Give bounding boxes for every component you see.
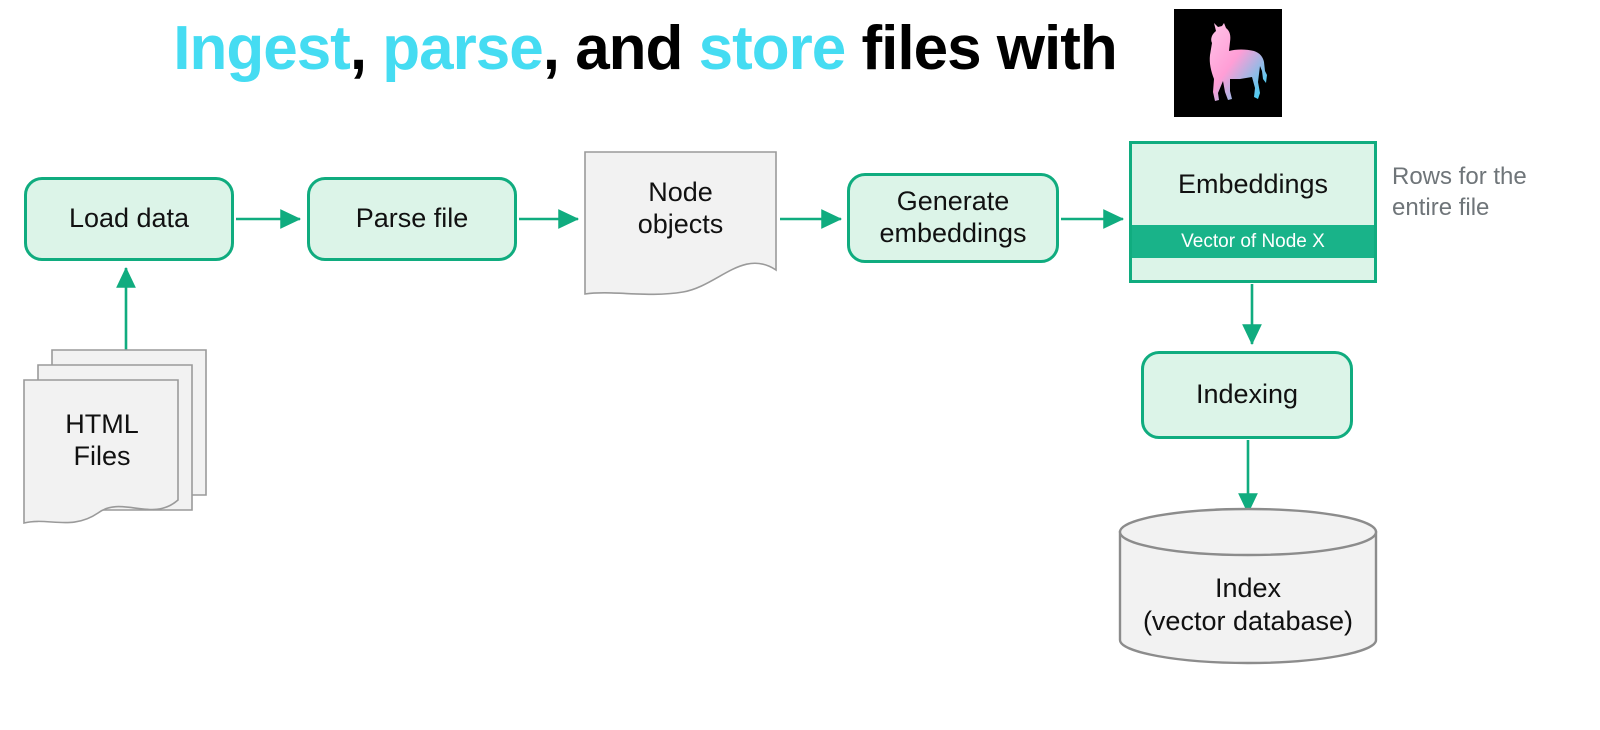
title-word-ingest: Ingest	[173, 14, 351, 83]
title-word-parse: parse	[382, 14, 543, 83]
node-load-data-label: Load data	[68, 203, 190, 234]
node-indexing[interactable]: Indexing	[1141, 351, 1353, 439]
title-word-store: store	[698, 14, 847, 83]
node-generate-embeddings[interactable]: Generate embeddings	[847, 173, 1059, 263]
node-load-data[interactable]: Load data	[24, 177, 234, 261]
cylinder-top	[1118, 507, 1378, 557]
html-files-sheet-front	[23, 379, 179, 525]
embeddings-table-highlighted-row[interactable]: Vector of Node X	[1132, 225, 1374, 258]
index-vector-database-cylinder	[1117, 506, 1379, 666]
html-files-document-stack	[22, 345, 208, 530]
node-parse-file[interactable]: Parse file	[307, 177, 517, 261]
title-sep-2: , and	[542, 14, 699, 83]
node-parse-file-label: Parse file	[355, 203, 469, 234]
llama-logo	[1174, 9, 1282, 117]
embeddings-table[interactable]: Embeddings Vector of Node X	[1129, 141, 1377, 283]
embeddings-table-title: Embeddings	[1132, 144, 1374, 225]
page-title: Ingest, parse, and store files with	[0, 16, 1290, 81]
node-generate-embeddings-label-line2: embeddings	[879, 218, 1027, 248]
title-tail: files with	[845, 14, 1117, 83]
title-sep-1: ,	[349, 14, 383, 83]
cylinder-body	[1118, 530, 1378, 665]
node-generate-embeddings-label-line1: Generate	[896, 186, 1010, 217]
llama-icon	[1174, 9, 1282, 117]
annotation-line2: entire file	[1392, 193, 1490, 221]
node-objects-document-shape	[584, 151, 777, 296]
node-objects-document	[583, 150, 778, 296]
embeddings-table-empty-row	[1132, 258, 1374, 280]
annotation-line1: Rows for the	[1392, 163, 1527, 190]
annotation-rows-for-entire-file: Rows for the entire file	[1392, 162, 1592, 223]
node-indexing-label: Indexing	[1195, 379, 1299, 410]
